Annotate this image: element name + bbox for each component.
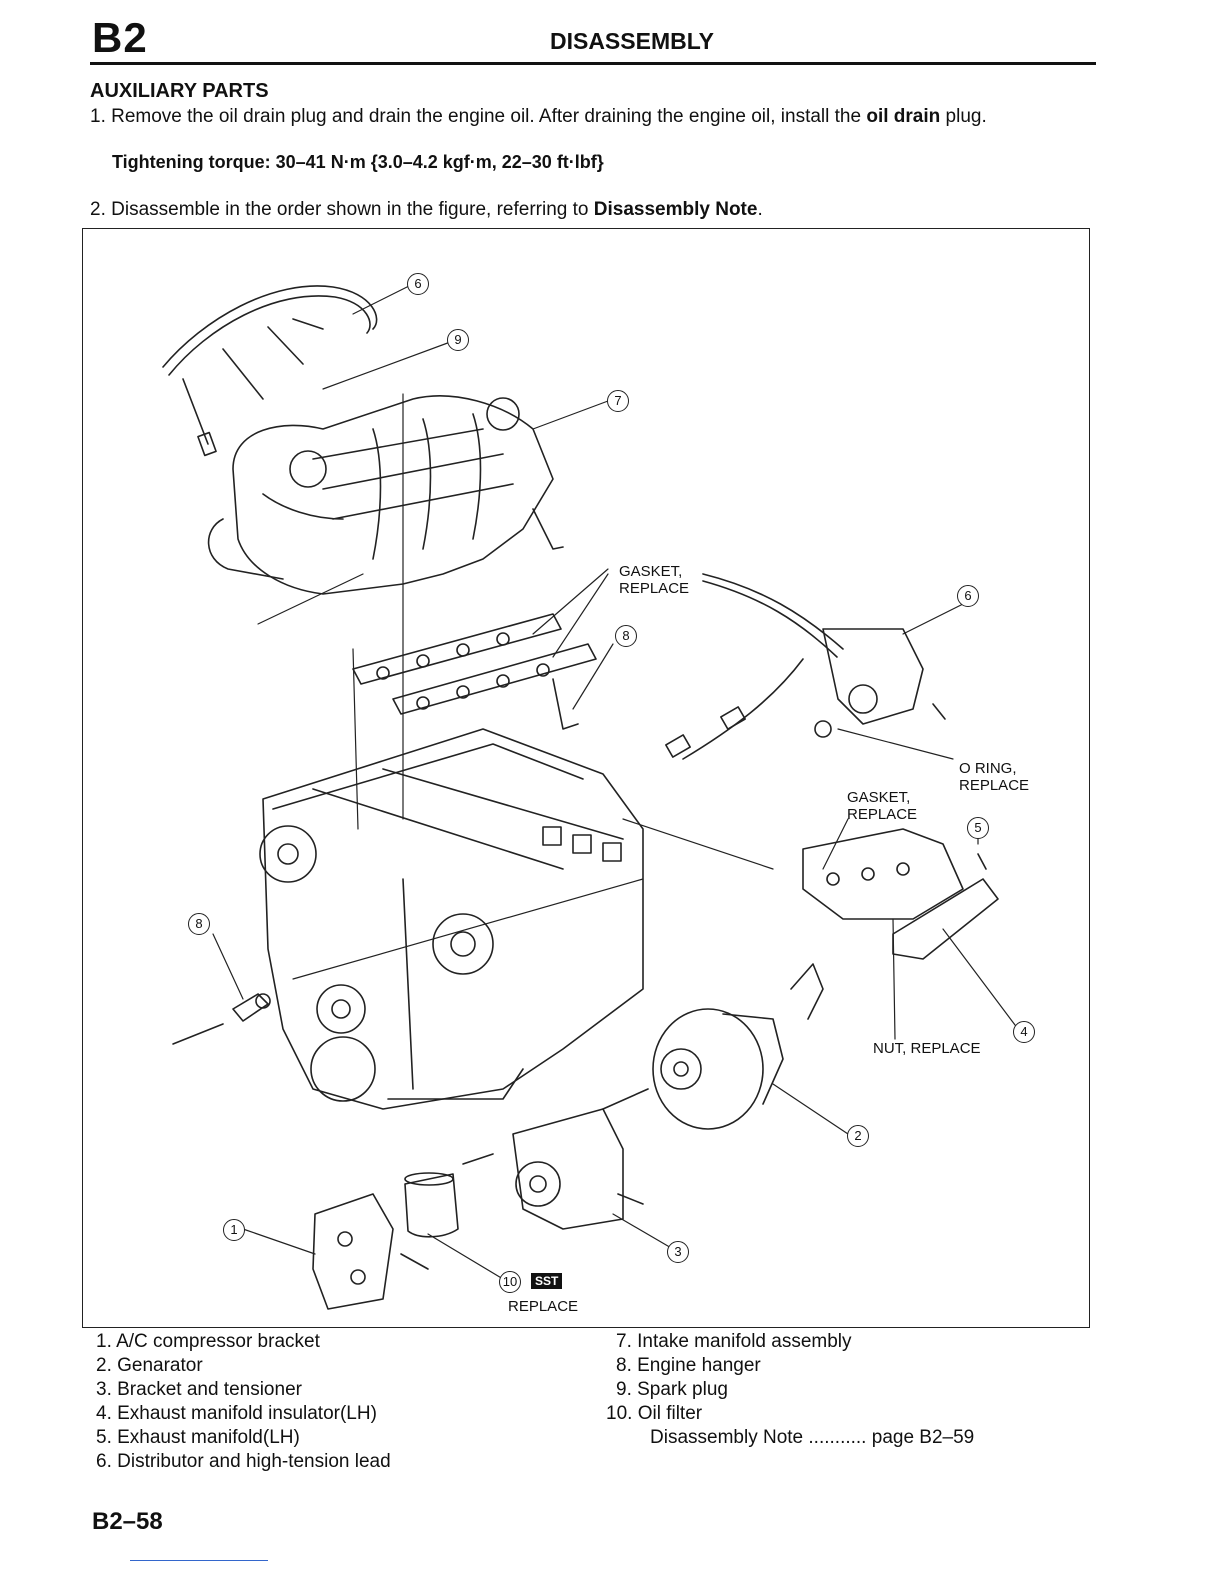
gasket-replace-label-mid: GASKET, REPLACE <box>847 789 917 823</box>
callout-2: 2 <box>847 1125 869 1147</box>
gasket-mid-line2: REPLACE <box>847 806 918 823</box>
legend-item: 2. Genarator <box>96 1355 203 1376</box>
callout-8-top: 8 <box>615 625 637 647</box>
intake-gaskets-drawing <box>352 613 597 715</box>
step-1-suffix: plug. <box>940 106 987 127</box>
generator-drawing <box>602 963 824 1130</box>
legend-item: 10. Oil filter <box>606 1403 703 1424</box>
legend-item: 6. Distributor and high-tension lead <box>96 1451 391 1472</box>
step-1: 1. Remove the oil drain plug and drain t… <box>90 106 987 128</box>
step-1-text: 1. Remove the oil drain plug and drain t… <box>90 106 867 127</box>
disassembly-note-ref: Disassembly Note ........... page B2–59 <box>650 1426 974 1450</box>
intake-manifold-drawing <box>207 395 564 595</box>
section-heading: AUXILIARY PARTS <box>90 80 269 102</box>
footer-page-number: B2–58 <box>92 1508 163 1535</box>
oil-filter-drawing <box>404 1172 459 1238</box>
step-2-bold: Disassembly Note <box>593 199 758 220</box>
callout-1: 1 <box>223 1219 245 1241</box>
gasket-label-line1: GASKET, <box>619 563 683 580</box>
legend-item: 5. Exhaust manifold(LH) <box>96 1427 300 1448</box>
disassembly-note-page: page B2–59 <box>871 1427 975 1448</box>
step-2-text: 2. Disassemble in the order shown in the… <box>90 199 594 220</box>
gasket-mid-line1: GASKET, <box>847 789 911 806</box>
page-title: DISASSEMBLY <box>549 28 715 54</box>
callout-8-left: 8 <box>188 913 210 935</box>
exploded-view-figure: 6 9 7 6 8 5 8 4 2 3 1 10 SST GASKET, REP… <box>82 228 1090 1328</box>
engine-illustration <box>162 283 1019 1310</box>
leader-lines <box>212 283 1019 1280</box>
gasket-replace-label-top: GASKET, REPLACE <box>619 563 689 597</box>
step-1-bold: oil drain <box>866 106 941 127</box>
parts-legend-right: 7. Intake manifold assembly 8. Engine ha… <box>606 1330 974 1450</box>
distributor-drawing <box>665 573 946 760</box>
legend-item: 9. Spark plug <box>616 1379 728 1400</box>
callout-4: 4 <box>1013 1021 1035 1043</box>
section-code: B2 <box>92 14 148 61</box>
legend-item: 3. Bracket and tensioner <box>96 1379 302 1400</box>
legend-item: 4. Exhaust manifold insulator(LH) <box>96 1403 377 1424</box>
exhaust-manifold-drawing <box>802 828 999 960</box>
o-ring-label-line2: REPLACE <box>959 777 1030 794</box>
disassembly-note-label: Disassembly Note <box>650 1427 804 1448</box>
callout-10: 10 <box>499 1271 521 1293</box>
step-2-suffix: . <box>757 199 763 220</box>
o-ring-replace-label: O RING, REPLACE <box>959 760 1029 794</box>
disassembly-note-dots: ........... <box>808 1427 867 1448</box>
o-ring-label-line1: O RING, <box>959 760 1017 777</box>
legend-item: 8. Engine hanger <box>616 1355 761 1376</box>
legend-item: 1. A/C compressor bracket <box>96 1331 320 1352</box>
engine-hanger-drawing <box>172 678 579 1045</box>
footer-rule <box>130 1560 268 1561</box>
parts-legend-left: 1. A/C compressor bracket 2. Genarator 3… <box>96 1330 391 1474</box>
callout-7: 7 <box>607 390 629 412</box>
legend-item: 7. Intake manifold assembly <box>616 1331 852 1352</box>
callout-3: 3 <box>667 1241 689 1263</box>
ac-compressor-bracket-drawing <box>312 1193 429 1310</box>
nut-replace-label: NUT, REPLACE <box>873 1040 981 1057</box>
step-2: 2. Disassemble in the order shown in the… <box>90 199 763 221</box>
callout-5: 5 <box>967 817 989 839</box>
replace-label-bottom: REPLACE <box>508 1298 579 1315</box>
callout-6-top: 6 <box>407 273 429 295</box>
spark-plug-leads-drawing <box>162 285 378 457</box>
gasket-label-line2: REPLACE <box>619 580 690 597</box>
engine-block-drawing <box>259 728 644 1110</box>
bracket-tensioner-drawing <box>462 1108 644 1230</box>
header-rule <box>90 62 1096 65</box>
callout-6-right: 6 <box>957 585 979 607</box>
callout-9: 9 <box>447 329 469 351</box>
sst-badge: SST <box>531 1273 563 1289</box>
tightening-torque: Tightening torque: 30–41 N·m {3.0–4.2 kg… <box>112 152 604 172</box>
